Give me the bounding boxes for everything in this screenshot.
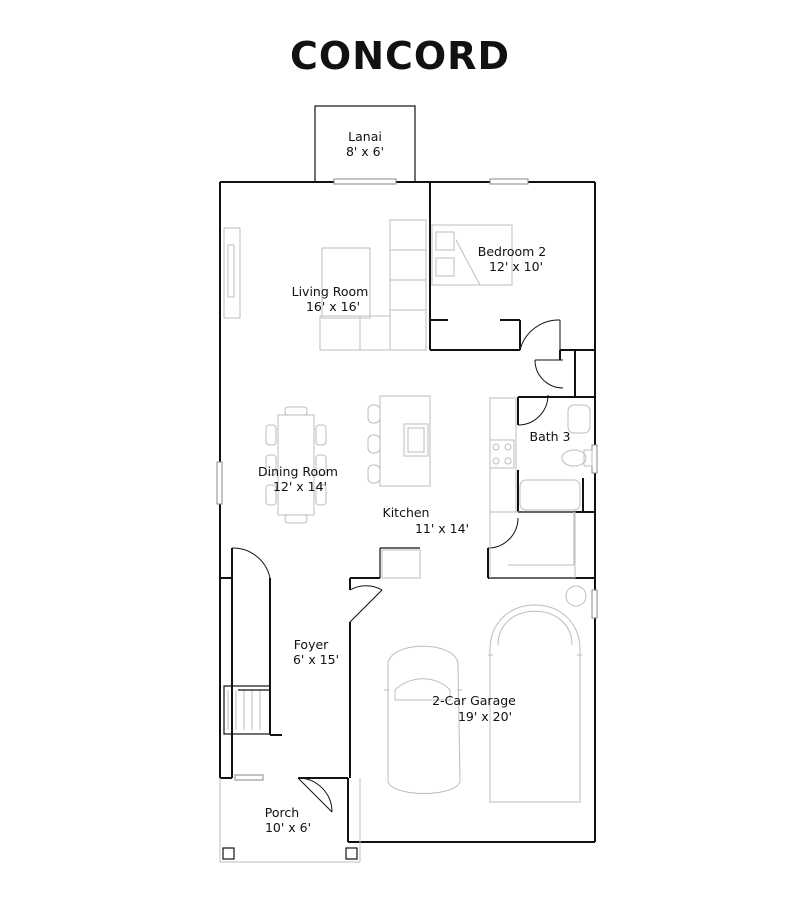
living-furniture: [223, 219, 427, 351]
room-size-porch: 10' x 6': [265, 820, 311, 835]
room-name-foyer: Foyer: [294, 637, 329, 652]
kitchen-counter: [489, 397, 517, 513]
porch-post: [345, 847, 358, 860]
bathtub: [519, 479, 581, 511]
room-name-garage: 2-Car Garage: [432, 693, 516, 708]
room-size-kitchen: 11' x 14': [415, 521, 469, 536]
car: [387, 645, 461, 794]
cooktop: [489, 439, 515, 469]
kitchen-island: [379, 395, 431, 487]
stairs: [223, 685, 271, 735]
room-name-bedroom-2: Bedroom 2: [478, 244, 546, 259]
truck: [489, 604, 581, 803]
coffee-table: [321, 247, 371, 319]
room-name-kitchen: Kitchen: [383, 505, 430, 520]
garage-contents: [384, 585, 587, 803]
porch-post: [222, 847, 235, 860]
room-name-lanai: Lanai: [348, 129, 382, 144]
porch-outline: [219, 778, 361, 863]
plan-title: CONCORD: [290, 34, 510, 78]
doors: [231, 319, 564, 813]
bath-fixtures: [519, 404, 593, 511]
room-name-bath-3: Bath 3: [530, 429, 571, 444]
sink: [567, 404, 591, 434]
room-name-dining-room: Dining Room: [258, 464, 338, 479]
room-size-living-room: 16' x 16': [306, 299, 360, 314]
room-size-garage: 19' x 20': [458, 709, 512, 724]
room-size-lanai: 8' x 6': [346, 144, 384, 159]
room-name-porch: Porch: [265, 805, 299, 820]
water-heater: [565, 585, 587, 607]
interior-walls: [220, 182, 595, 778]
room-size-foyer: 6' x 15': [293, 652, 339, 667]
kitchen-fixtures: [367, 395, 576, 579]
dining-furniture: [265, 406, 327, 524]
room-size-dining-room: 12' x 14': [273, 479, 327, 494]
bed: [431, 224, 513, 286]
toilet: [561, 449, 587, 467]
room-name-living-room: Living Room: [292, 284, 369, 299]
tv-console: [223, 227, 241, 319]
bedroom-furniture: [431, 224, 513, 286]
room-size-bedroom-2: 12' x 10': [489, 259, 543, 274]
